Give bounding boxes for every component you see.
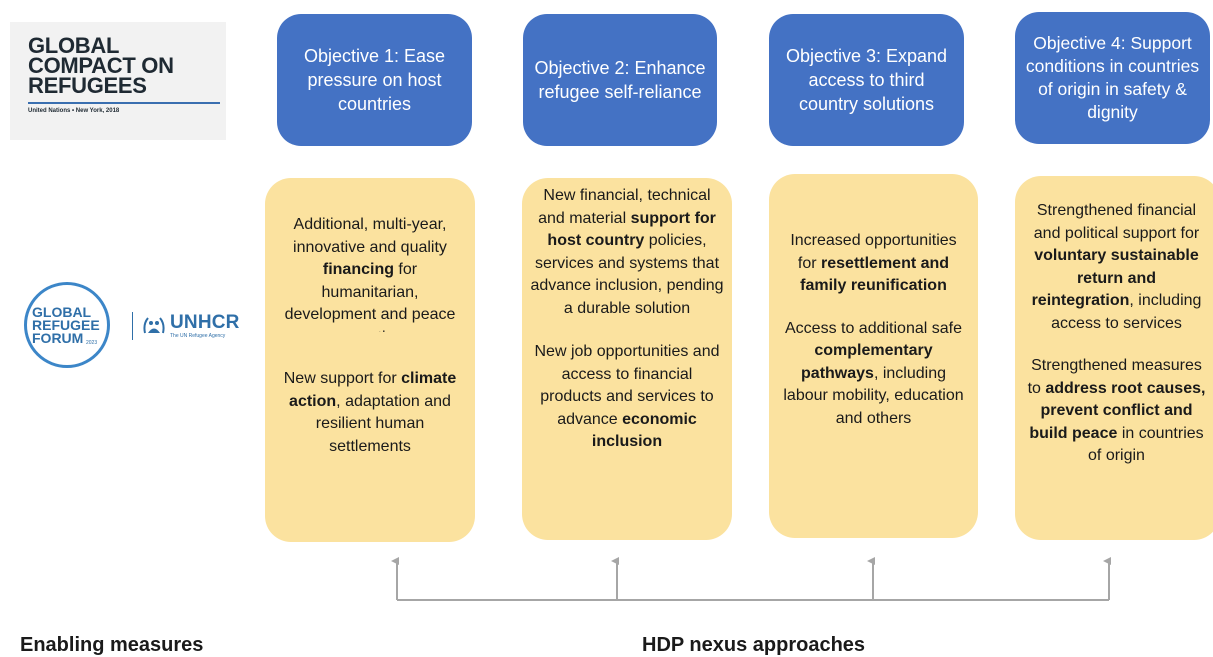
measure-1-a-run-2: for humanitarian, development and peace … <box>284 261 456 332</box>
objective-3-box: Objective 3: Expand access to third coun… <box>769 14 964 146</box>
objective-1-box: Objective 1: Ease pressure on host count… <box>277 14 472 146</box>
measure-1-b-run-1: climate action <box>289 370 457 410</box>
global-compact-on-refugees-logo: GLOBAL COMPACT ON REFUGEES United Nation… <box>10 22 226 140</box>
measure-4-b-run-2: in countries of origin <box>1088 424 1204 465</box>
gcr-logo-title: GLOBAL COMPACT ON REFUGEES <box>28 33 174 98</box>
enabling-measures-label: Enabling measures <box>20 634 204 656</box>
measure-box-1: Additional, multi-year, innovative and q… <box>265 178 475 542</box>
measure-3-a-run-0: Increased opportunities for <box>790 232 957 272</box>
measure-3-b-run-2: , including labour mobility, education a… <box>783 364 964 427</box>
gcr-logo-subtitle: United Nations • New York, 2018 <box>28 107 120 114</box>
measure-1-a-run-1: financing <box>322 261 394 278</box>
measure-1-b-run-0: New support for <box>283 370 402 387</box>
measure-4-a-run-0: Strengthened financial and political sup… <box>1033 202 1200 242</box>
measure-4-text-a: Strengthened financial and political sup… <box>1025 200 1208 335</box>
measure-1-b-run-2: , adaptation and resilient human settlem… <box>315 392 451 455</box>
measure-box-3: Increased opportunities for resettlement… <box>769 174 978 538</box>
measure-1-a-run-0: Additional, multi-year, innovative and q… <box>293 216 447 256</box>
objective-2-box: Objective 2: Enhance refugee self-relian… <box>523 14 717 146</box>
measure-1-text-a: Additional, multi-year, innovative and q… <box>279 214 461 332</box>
measure-3-b-run-0: Access to additional safe <box>785 319 962 337</box>
measure-4-b-run-1: address root causes, prevent conflict an… <box>1029 379 1206 442</box>
measure-box-2: New financial, technical and material su… <box>522 178 732 540</box>
grf-circle-icon <box>24 282 110 368</box>
unhcr-logo-tagline: The UN Refugee Agency <box>170 333 226 339</box>
measure-2-text-a: New financial, technical and material su… <box>530 185 724 320</box>
gcr-logo-rule <box>28 102 220 104</box>
grf-logo-year: 2023 <box>86 340 98 346</box>
measure-3-text-b: Access to additional safe complementary … <box>779 318 968 431</box>
measure-box-4: Strengthened financial and political sup… <box>1015 176 1213 540</box>
measure-3-text-a: Increased opportunities for resettlement… <box>779 230 968 298</box>
global-refugee-forum-unhcr-logo: GLOBAL REFUGEE FORUM 2023 UNHCR The UN R… <box>24 282 254 372</box>
measure-2-b-run-0: New job opportunities and access to fina… <box>534 343 720 428</box>
unhcr-emblem-icon <box>143 317 165 334</box>
logo-divider <box>132 312 133 340</box>
measure-2-a-run-1: support for host country <box>547 209 716 250</box>
measure-4-text-b: Strengthened measures to address root ca… <box>1025 355 1208 468</box>
measure-2-a-run-0: New financial, technical and material <box>538 187 711 227</box>
measure-2-a-run-2: policies, services and systems that adva… <box>530 232 724 317</box>
measure-3-a-run-1: resettlement and family reunification <box>800 254 950 295</box>
measure-1-text-b: New support for climate action, adaptati… <box>279 368 461 458</box>
measure-4-a-run-1: voluntary sustainable return and reinteg… <box>1031 247 1199 309</box>
hdp-nexus-label: HDP nexus approaches <box>642 634 866 656</box>
measure-4-a-run-2: , including access to services <box>1051 292 1202 332</box>
unhcr-logo-name: UNHCR <box>170 312 240 333</box>
objective-4-box: Objective 4: Support conditions in count… <box>1015 12 1210 144</box>
measure-2-b-run-1: economic inclusion <box>591 410 697 451</box>
measure-4-b-run-0: Strengthened measures to <box>1027 357 1202 397</box>
measure-2-text-b: New job opportunities and access to fina… <box>530 341 724 454</box>
grf-logo-text: GLOBAL REFUGEE FORUM <box>32 304 100 346</box>
measure-3-b-run-1: complementary pathways <box>801 342 933 382</box>
